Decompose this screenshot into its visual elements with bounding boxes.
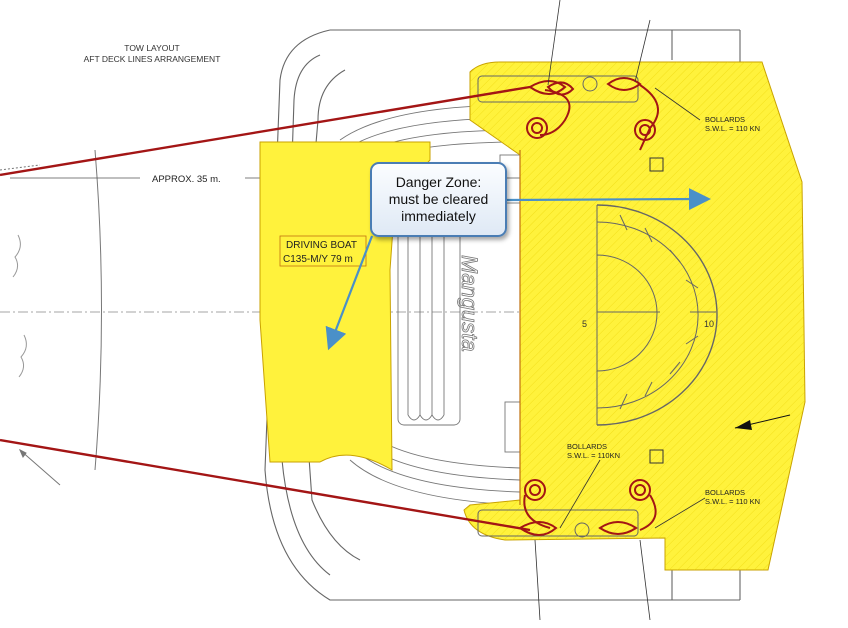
bollards-top-label: BOLLARDS: [705, 115, 745, 124]
towed-boat-outline: [0, 149, 102, 486]
callout-arrows: [325, 188, 711, 351]
callout-line-3: immediately: [401, 208, 476, 224]
bollards-top-swl: S.W.L. = 110 KN: [705, 124, 760, 133]
bollards-bottom-right-swl: S.W.L. = 110 KN: [705, 497, 760, 506]
deck-features: [477, 75, 718, 537]
direction-arrow-icon: [734, 414, 791, 430]
driving-boat-label: DRIVING BOAT: [286, 240, 357, 251]
hull-script-logo: Mangusta: [457, 255, 482, 352]
tow-lines: [0, 85, 531, 532]
bollards-bottom-left-label: BOLLARDS: [567, 442, 607, 451]
bollards-bottom-left-swl: S.W.L. = 110KN: [567, 451, 620, 460]
driving-boat-model: C135-M/Y 79 m: [283, 254, 353, 265]
bollard-lines-bottom: [518, 479, 657, 538]
scale-mark-5: 5: [582, 319, 587, 329]
approx-distance-label: APPROX. 35 m.: [152, 174, 221, 185]
danger-zone-callout: Danger Zone: must be cleared immediately: [370, 162, 507, 237]
bollard-leaders: [534, 0, 706, 621]
diagram-subtitle: AFT DECK LINES ARRANGEMENT: [84, 54, 221, 64]
diagram-title: TOW LAYOUT: [124, 43, 179, 53]
callout-line-1: Danger Zone:: [395, 174, 482, 190]
scale-mark-10: 10: [704, 319, 714, 329]
bollards-bottom-right-label: BOLLARDS: [705, 488, 745, 497]
callout-line-2: must be cleared: [388, 191, 489, 207]
bollard-lines-top: [526, 76, 659, 151]
